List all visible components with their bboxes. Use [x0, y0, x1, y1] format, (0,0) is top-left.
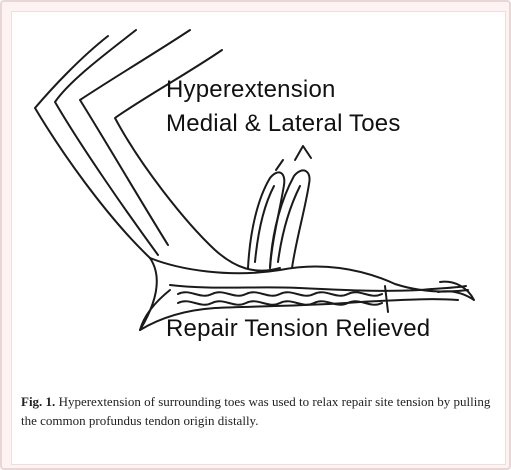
limb-outline-outer [35, 36, 157, 330]
central-digit-top [170, 285, 466, 291]
label-repair-tension-relieved: Repair Tension Relieved [166, 315, 430, 343]
toe-tip [295, 146, 311, 160]
caption-text: Hyperextension of surrounding toes was u… [21, 394, 490, 428]
lateral-toe [270, 170, 310, 268]
label-medial-lateral-toes: Medial & Lateral Toes [166, 110, 401, 138]
label-hyperextension: Hyperextension [166, 76, 336, 104]
figure-number: Fig. 1. [21, 394, 55, 409]
figure-caption: Fig. 1. Hyperextension of surrounding to… [21, 392, 499, 430]
toe-tip-2 [276, 160, 283, 170]
tendon-wavy-1 [178, 292, 382, 295]
